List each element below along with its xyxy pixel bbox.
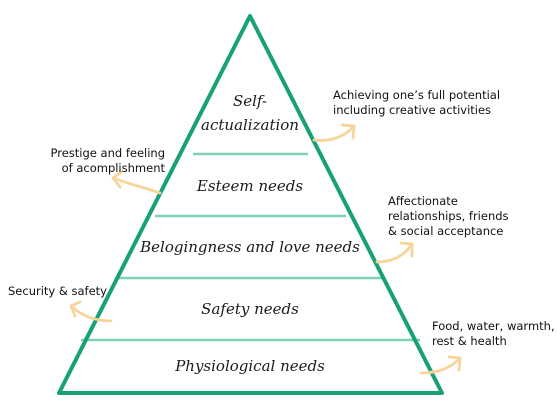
- annotation-belonging-line3: & social acceptance: [388, 224, 504, 238]
- annotation-self-line1: Achieving one’s full potential: [333, 88, 501, 102]
- level-label-belonging: Belogingness and love needs: [139, 238, 360, 256]
- level-label-self-line1: Self-: [233, 92, 267, 110]
- annotation-safety: Security & safety: [8, 284, 107, 299]
- annotation-esteem-line1: Prestige and feeling: [50, 146, 165, 160]
- annotation-belonging: Affectionate relationships, friends & so…: [388, 194, 509, 239]
- annotation-physio-line1: Food, water, warmth,: [432, 319, 555, 333]
- annotation-safety-line1: Security & safety: [8, 284, 107, 298]
- level-label-esteem: Esteem needs: [196, 177, 303, 195]
- annotation-self: Achieving one’s full potential including…: [333, 88, 500, 118]
- annotation-physio-line2: rest & health: [432, 334, 507, 348]
- annotation-esteem: Prestige and feeling of acomplishment: [51, 146, 165, 176]
- arrow-esteem: [111, 170, 162, 195]
- pyramid-outline: [57, 14, 444, 395]
- annotation-esteem-line2: of acomplishment: [61, 161, 165, 175]
- level-label-self-line2: actualization: [201, 116, 299, 134]
- arrow-safety: [69, 300, 113, 323]
- level-label-safety: Safety needs: [201, 300, 299, 318]
- annotation-physio: Food, water, warmth, rest & health: [432, 319, 555, 349]
- annotation-self-line2: including creative activities: [333, 103, 492, 117]
- level-label-physio: Physiological needs: [174, 357, 325, 375]
- annotation-belonging-line1: Affectionate: [388, 194, 458, 208]
- annotation-belonging-line2: relationships, friends: [388, 209, 509, 223]
- arrow-self: [312, 123, 356, 142]
- arrow-belonging: [375, 241, 414, 264]
- arrow-physio: [419, 355, 462, 375]
